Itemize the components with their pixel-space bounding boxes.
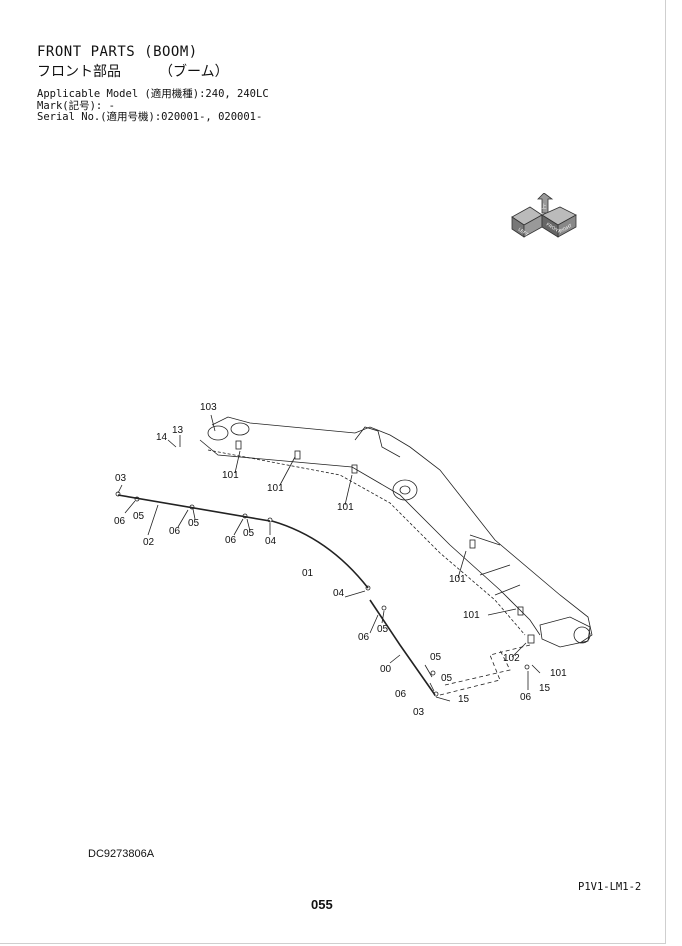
boom-parts-diagram xyxy=(115,414,593,702)
leader-left-group xyxy=(117,484,271,536)
arm-cylinder-boss-inner xyxy=(399,485,411,495)
callout-04-b: 04 xyxy=(333,588,345,599)
reference-code: P1V1-LM1-2 xyxy=(578,881,642,893)
callout-15-b: 15 xyxy=(539,683,551,694)
clamp-101-b xyxy=(294,450,301,460)
callout-13: 13 xyxy=(172,425,184,436)
callout-05-d: 05 xyxy=(377,624,389,635)
page-title-jp: フロント部品 （ブーム） xyxy=(37,61,229,81)
callout-06-b: 06 xyxy=(169,526,181,537)
callout-05-b: 05 xyxy=(188,518,200,529)
callout-101-d: 101 xyxy=(449,574,466,585)
title-jp-sub: （ブーム） xyxy=(159,64,229,80)
callout-04-a: 04 xyxy=(265,536,277,547)
callout-05-e: 05 xyxy=(430,652,442,663)
callout-06-f: 06 xyxy=(520,692,532,703)
document-code: DC9273806A xyxy=(88,848,155,860)
callout-00: 00 xyxy=(380,664,392,675)
fitting-05e xyxy=(430,670,436,676)
callout-14: 14 xyxy=(156,432,168,443)
callout-15-a: 15 xyxy=(458,694,470,705)
orientation-compass-icon: 上 LEFT FRONT RIGHT xyxy=(511,193,577,238)
arm-cylinder-boss xyxy=(392,479,418,501)
callout-101-a: 101 xyxy=(222,470,239,481)
fitting-04a xyxy=(267,517,273,523)
boom-outline-top xyxy=(211,416,593,644)
callout-06-c: 06 xyxy=(225,535,237,546)
leader-right-group xyxy=(487,608,541,690)
leader-center-group xyxy=(344,590,451,702)
fitting-05a xyxy=(134,496,140,502)
callout-103: 103 xyxy=(200,402,217,413)
fitting-05b xyxy=(189,504,195,510)
boom-outline-bottom xyxy=(199,439,541,636)
callout-03-b: 03 xyxy=(413,707,425,718)
callout-02: 02 xyxy=(143,537,155,548)
applicable-model: Applicable Model (適用機種):240, 240LC xyxy=(37,88,269,100)
boom-tip-pin-boss xyxy=(573,626,591,644)
fitting-05d xyxy=(381,605,387,611)
callout-06-d: 06 xyxy=(358,632,370,643)
phantom-route-2 xyxy=(444,649,511,686)
page-border xyxy=(0,0,666,944)
clamp-101-e xyxy=(517,606,524,616)
boom-foot-boss-left xyxy=(207,425,229,441)
callout-03-a: 03 xyxy=(115,473,127,484)
page-title: FRONT PARTS (BOOM) xyxy=(37,44,198,60)
fitting-05c xyxy=(242,513,248,519)
boom-tip xyxy=(539,616,591,648)
callout-06-a: 06 xyxy=(114,516,126,527)
callout-05-f: 05 xyxy=(441,673,453,684)
pipe-00 xyxy=(369,599,436,696)
fitting-03a xyxy=(115,491,121,497)
cylinder-bracket xyxy=(354,426,401,458)
fitting-15 xyxy=(524,664,530,670)
clamp-101-a xyxy=(235,440,242,450)
callout-101-b: 101 xyxy=(267,483,284,494)
clamp-102 xyxy=(527,634,535,644)
serial-no: Serial No.(適用号機):020001-, 020001- xyxy=(37,111,263,123)
page-number: 055 xyxy=(311,897,333,912)
callout-05-a: 05 xyxy=(133,511,145,522)
phantom-route xyxy=(439,644,531,696)
boom-hidden-edge xyxy=(207,449,526,636)
leader-101-d xyxy=(457,550,467,579)
hose-01 xyxy=(271,520,369,589)
compass-right-label: RIGHT xyxy=(558,223,573,234)
boom-ribs xyxy=(469,534,521,596)
fitting-04b xyxy=(365,585,371,591)
leader-101-upper xyxy=(234,450,353,506)
callout-05-c: 05 xyxy=(243,528,255,539)
callout-101-f: 101 xyxy=(550,668,567,679)
clamp-101-c xyxy=(351,464,358,474)
boom-foot-boss-right xyxy=(230,422,250,436)
callout-101-e: 101 xyxy=(463,610,480,621)
callout-101-c: 101 xyxy=(337,502,354,513)
clamp-101-d xyxy=(469,539,476,549)
meta-block: Applicable Model (適用機種):240, 240LC Mark(… xyxy=(37,88,269,124)
mark-field: Mark(記号): - xyxy=(37,99,115,112)
compass-left-label: LEFT xyxy=(517,227,529,238)
fitting-03b xyxy=(433,691,439,697)
compass-top-label: 上 xyxy=(541,203,546,210)
leader-13-14 xyxy=(167,435,181,448)
callout-102: 102 xyxy=(503,653,520,664)
title-jp-main: フロント部品 xyxy=(37,64,121,80)
callout-01: 01 xyxy=(302,568,314,579)
leader-103 xyxy=(210,414,216,432)
callout-06-e: 06 xyxy=(395,689,407,700)
